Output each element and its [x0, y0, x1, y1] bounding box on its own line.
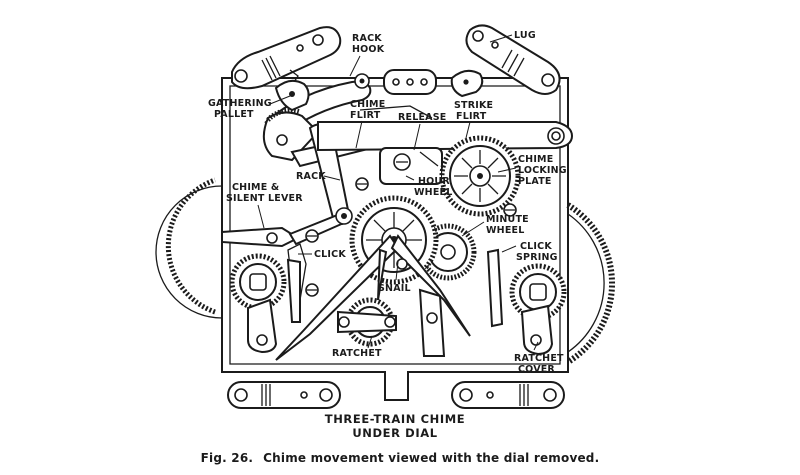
label-gathering-pallet: GATHERING PALLET	[208, 95, 291, 120]
label-lug: LUG	[489, 30, 536, 43]
svg-text:SNAIL: SNAIL	[378, 283, 411, 294]
top-left-lug	[231, 26, 342, 90]
screws	[305, 177, 517, 297]
svg-text:WHEEL: WHEEL	[414, 187, 452, 198]
svg-text:WHEEL: WHEEL	[486, 225, 524, 236]
svg-text:SILENT LEVER: SILENT LEVER	[226, 193, 303, 204]
chime-silent-lever	[221, 207, 353, 248]
svg-text:CHIME: CHIME	[350, 99, 385, 110]
svg-text:FLIRT: FLIRT	[350, 110, 381, 121]
svg-text:CLICK: CLICK	[520, 241, 552, 252]
centre-ratchet	[337, 288, 446, 357]
bottom-left-lug	[227, 381, 341, 409]
label-rack-hook: RACK HOOK	[349, 33, 385, 77]
label-click-left: CLICK	[298, 249, 346, 260]
label-hour-wheel: HOUR WHEEL	[405, 175, 452, 198]
right-barrel-wheel	[566, 202, 616, 365]
release-piece	[379, 147, 443, 185]
svg-text:CHIME &: CHIME &	[232, 182, 279, 193]
label-chime-locking-plate: CHIME LOCKING PLATE	[497, 154, 567, 187]
label-release: RELEASE	[398, 112, 446, 151]
caption-text: Chime movement viewed with the dial remo…	[263, 451, 600, 465]
figure-caption: Fig. 26. Chime movement viewed with the d…	[0, 451, 800, 465]
top-small-plate	[383, 69, 437, 95]
svg-text:HOOK: HOOK	[352, 44, 385, 55]
label-minute-wheel: MINUTE WHEEL	[461, 214, 529, 237]
svg-text:UNDER DIAL: UNDER DIAL	[352, 426, 437, 440]
top-right-lug	[465, 24, 561, 95]
diagram-title: THREE-TRAIN CHIME UNDER DIAL	[325, 412, 465, 440]
svg-text:PALLET: PALLET	[214, 109, 254, 120]
svg-text:HOUR: HOUR	[418, 176, 450, 187]
svg-text:COVER: COVER	[518, 364, 555, 375]
snail	[275, 234, 471, 361]
svg-text:CHIME: CHIME	[518, 154, 553, 165]
svg-text:RACK: RACK	[296, 171, 326, 182]
svg-text:THREE-TRAIN CHIME: THREE-TRAIN CHIME	[325, 412, 465, 426]
right-ratchet	[486, 248, 567, 356]
svg-text:PLATE: PLATE	[518, 176, 552, 187]
labels: RACK HOOK LUG GATHERING PALLET CHIME FLI…	[208, 30, 567, 440]
svg-text:STRIKE: STRIKE	[454, 100, 493, 111]
left-ratchet	[229, 243, 307, 354]
svg-text:LOCKING: LOCKING	[518, 165, 567, 176]
svg-text:RATCHET: RATCHET	[332, 348, 382, 359]
label-strike-flirt: STRIKE FLIRT	[454, 100, 493, 139]
svg-text:GATHERING: GATHERING	[208, 98, 272, 109]
left-barrel-wheel	[155, 177, 223, 319]
svg-text:CLICK: CLICK	[314, 249, 346, 260]
svg-text:MINUTE: MINUTE	[486, 214, 529, 225]
bottom-right-lug	[451, 381, 565, 409]
label-ratchet: RATCHET	[332, 335, 382, 359]
label-rack: RACK	[296, 171, 341, 182]
gathering-pallet	[274, 79, 310, 112]
label-ratchet-cover: RATCHET COVER	[514, 341, 564, 375]
svg-text:LUG: LUG	[514, 30, 536, 41]
strike-flirt-piece	[450, 69, 484, 98]
chime-locking-plate	[439, 135, 521, 217]
label-snail: SNAIL	[378, 261, 411, 294]
svg-text:RELEASE: RELEASE	[398, 112, 446, 123]
svg-text:FLIRT: FLIRT	[456, 111, 487, 122]
svg-text:RACK: RACK	[352, 33, 382, 44]
svg-text:RATCHET: RATCHET	[514, 353, 564, 364]
svg-text:SPRING: SPRING	[516, 252, 558, 263]
figure-number: Fig. 26.	[200, 451, 254, 465]
label-click-spring: CLICK SPRING	[501, 241, 558, 263]
label-chime-silent-lever: CHIME & SILENT LEVER	[226, 182, 303, 229]
upper-lever	[317, 105, 574, 152]
label-chime-flirt: CHIME FLIRT	[350, 99, 385, 149]
